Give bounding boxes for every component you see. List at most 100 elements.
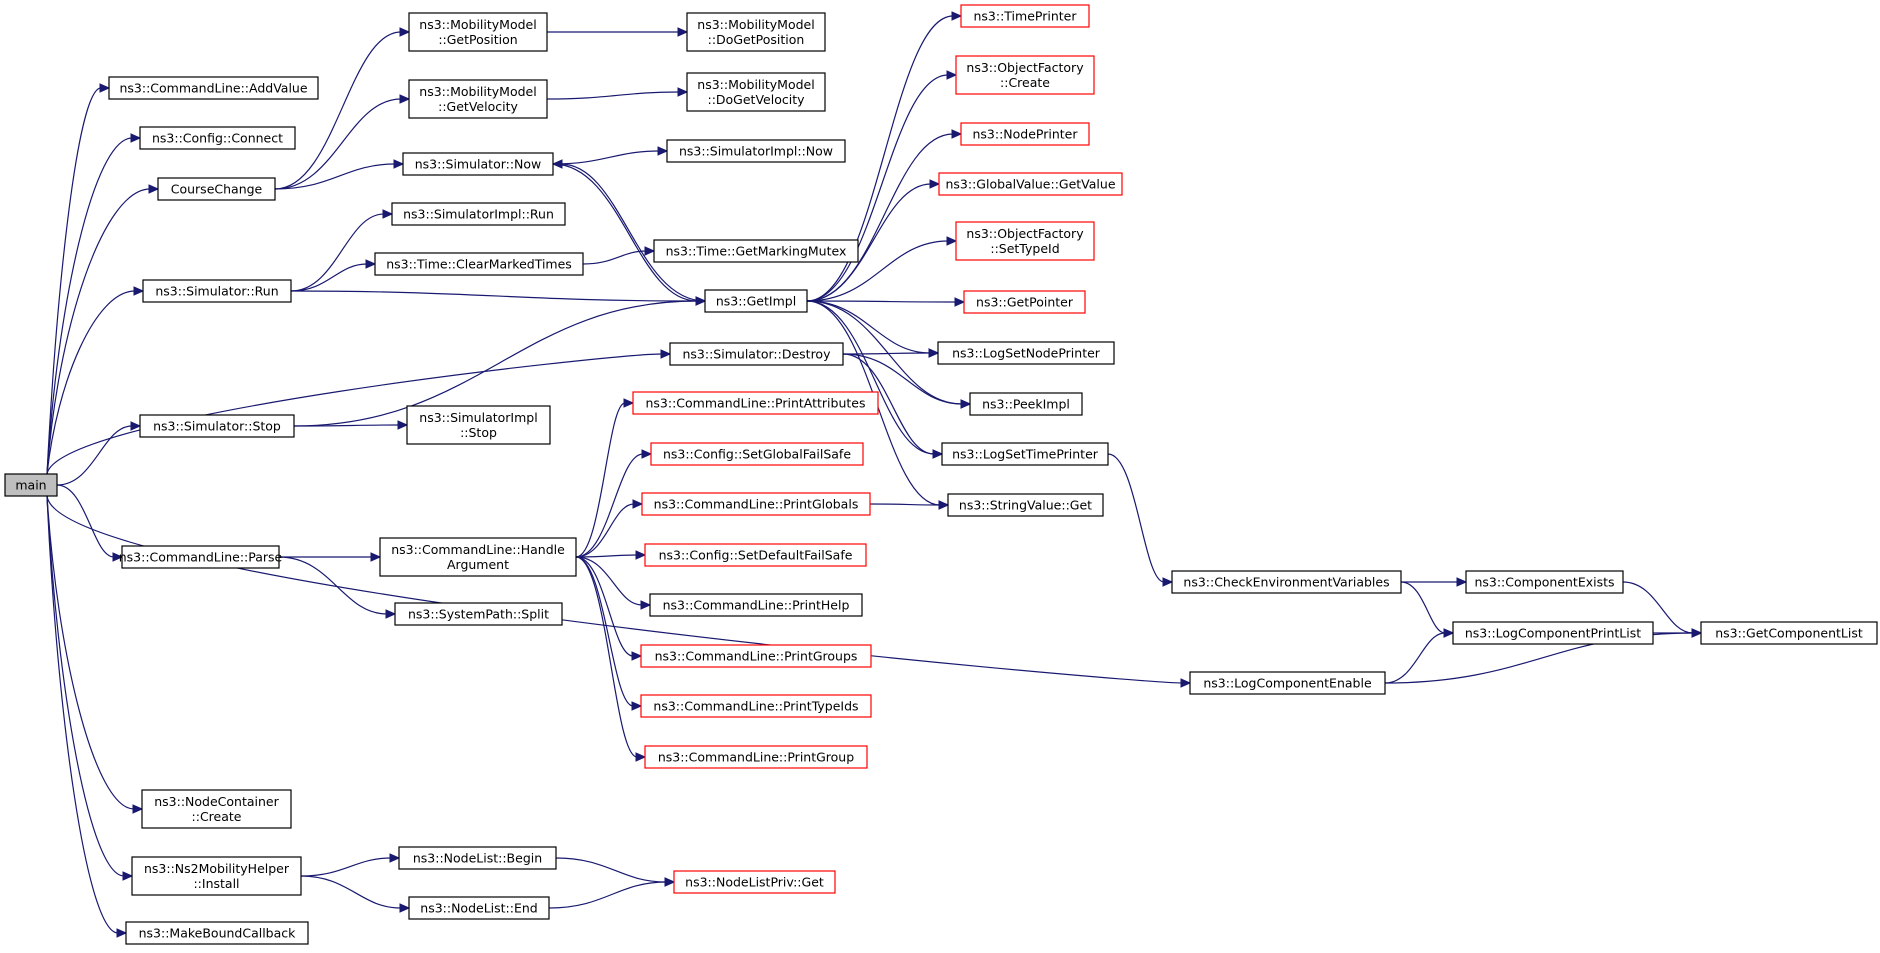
node-mmgetvel[interactable]: ns3::MobilityModel::GetVelocity [408, 79, 548, 119]
node-label: ns3::Config::SetGlobalFailSafe [663, 447, 851, 462]
node-simstop[interactable]: ns3::Simulator::Stop [139, 414, 295, 438]
node-simrun[interactable]: ns3::Simulator::Run [142, 279, 292, 303]
node-label: ns3::CommandLine::AddValue [119, 81, 307, 96]
node-printgroup[interactable]: ns3::CommandLine::PrintGroup [644, 745, 868, 769]
arrow-head-icon [130, 133, 142, 143]
call-edge-clhandle-to-printgroups [575, 556, 634, 657]
node-simimplrun[interactable]: ns3::SimulatorImpl::Run [391, 202, 566, 226]
node-mmdogetpos[interactable]: ns3::MobilityModel::DoGetPosition [686, 12, 826, 52]
node-setglobalfailsafe[interactable]: ns3::Config::SetGlobalFailSafe [650, 442, 864, 466]
node-getcomplist[interactable]: ns3::GetComponentList [1700, 621, 1878, 645]
node-logcompenable[interactable]: ns3::LogComponentEnable [1189, 671, 1386, 695]
node-label: ns3::NodeContainer [154, 794, 279, 809]
node-makebound[interactable]: ns3::MakeBoundCallback [125, 921, 309, 945]
node-box [938, 172, 1123, 196]
node-nodeprinter[interactable]: ns3::NodePrinter [960, 122, 1090, 146]
arrow-head-icon [640, 600, 652, 610]
node-box [379, 537, 577, 577]
arrow-head-icon [365, 259, 377, 269]
call-edge-main-to-addvalue [46, 87, 102, 475]
node-label: ns3::StringValue::Get [959, 498, 1092, 513]
node-checkenv[interactable]: ns3::CheckEnvironmentVariables [1171, 570, 1402, 594]
node-label: ns3::MobilityModel [419, 17, 536, 32]
node-simdestroy[interactable]: ns3::Simulator::Destroy [669, 342, 844, 366]
node-label: ns3::ComponentExists [1474, 575, 1614, 590]
node-clearmarked[interactable]: ns3::Time::ClearMarkedTimes [374, 252, 584, 276]
call-edge-clhandle-to-printhelp [575, 556, 643, 606]
node-simnow[interactable]: ns3::Simulator::Now [402, 152, 554, 176]
node-label: ::GetPosition [438, 32, 517, 47]
edges-layer [46, 11, 1703, 938]
arrow-head-icon [1443, 628, 1455, 638]
node-box [669, 342, 844, 366]
node-label: main [15, 478, 46, 493]
call-edge-clhandle-to-setdefaultfailsafe [575, 554, 638, 558]
node-label: ns3::CheckEnvironmentVariables [1183, 575, 1389, 590]
node-box [632, 391, 879, 415]
arrow-head-icon [677, 87, 689, 97]
node-box [1465, 570, 1624, 594]
node-setdefaultfailsafe[interactable]: ns3::Config::SetDefaultFailSafe [644, 543, 867, 567]
node-label: ::DoGetPosition [708, 32, 805, 47]
node-clparse[interactable]: ns3::CommandLine::Parse [119, 545, 283, 569]
node-printtypeids[interactable]: ns3::CommandLine::PrintTypeIds [640, 694, 872, 718]
node-logsetnodeprinter[interactable]: ns3::LogSetNodePrinter [937, 341, 1115, 365]
arrow-head-icon [929, 179, 941, 189]
node-label: ns3::CommandLine::PrintGlobals [654, 497, 859, 512]
node-box [640, 644, 872, 668]
node-ofsettypeid[interactable]: ns3::ObjectFactory::SetTypeId [955, 221, 1095, 261]
node-label: ns3::MakeBoundCallback [139, 926, 297, 941]
node-printgroups[interactable]: ns3::CommandLine::PrintGroups [640, 644, 872, 668]
node-timeprinter[interactable]: ns3::TimePrinter [960, 4, 1090, 28]
arrow-head-icon [551, 159, 563, 169]
node-ofcreate[interactable]: ns3::ObjectFactory::Create [955, 55, 1095, 95]
node-label: ns3::Config::SetDefaultFailSafe [659, 548, 853, 563]
node-mmgetpos[interactable]: ns3::MobilityModel::GetPosition [408, 12, 548, 52]
node-stringvalueget[interactable]: ns3::StringValue::Get [947, 493, 1104, 517]
node-addvalue[interactable]: ns3::CommandLine::AddValue [108, 76, 319, 100]
node-simimplnow[interactable]: ns3::SimulatorImpl::Now [666, 139, 846, 163]
node-printglobals[interactable]: ns3::CommandLine::PrintGlobals [641, 492, 871, 516]
node-peekimpl[interactable]: ns3::PeekImpl [969, 392, 1083, 416]
node-mmdogetvel[interactable]: ns3::MobilityModel::DoGetVelocity [686, 72, 826, 112]
node-label: ns3::LogSetNodePrinter [952, 346, 1101, 361]
call-edge-nlbegin-to-nlprivget [555, 857, 667, 883]
node-printattrs[interactable]: ns3::CommandLine::PrintAttributes [632, 391, 879, 415]
node-coursechange[interactable]: CourseChange [157, 177, 276, 201]
call-edge-simrun-to-clearmarked [290, 263, 368, 292]
node-label: Argument [447, 557, 509, 572]
arrow-head-icon [370, 552, 382, 562]
node-logcompprintlist[interactable]: ns3::LogComponentPrintList [1452, 621, 1654, 645]
node-nlprivget[interactable]: ns3::NodeListPriv::Get [673, 870, 836, 894]
node-label: ns3::SimulatorImpl [419, 410, 537, 425]
node-nccreate[interactable]: ns3::NodeContainer::Create [141, 789, 292, 829]
node-box [406, 405, 551, 445]
arrow-head-icon [960, 399, 972, 409]
node-printhelp[interactable]: ns3::CommandLine::PrintHelp [649, 593, 863, 617]
node-label: ns3::MobilityModel [697, 77, 814, 92]
node-getimpl[interactable]: ns3::GetImpl [704, 289, 808, 313]
node-ns2install[interactable]: ns3::Ns2MobilityHelper::Install [131, 856, 302, 896]
node-compexists[interactable]: ns3::ComponentExists [1465, 570, 1624, 594]
node-simimplstop[interactable]: ns3::SimulatorImpl::Stop [406, 405, 551, 445]
node-nlbegin[interactable]: ns3::NodeList::Begin [398, 846, 557, 870]
arrow-head-icon [130, 421, 142, 431]
node-main[interactable]: main [4, 473, 58, 497]
node-label: ns3::SystemPath::Split [408, 607, 549, 622]
node-pathsplit[interactable]: ns3::SystemPath::Split [394, 602, 563, 626]
call-edge-checkenv-to-logcompprintlist [1400, 581, 1446, 634]
node-label: ::Install [193, 876, 239, 891]
call-edge-compexists-to-getcomplist [1622, 581, 1694, 634]
node-getmarkingmutex[interactable]: ns3::Time::GetMarkingMutex [653, 239, 859, 263]
node-getpointer[interactable]: ns3::GetPointer [963, 290, 1086, 314]
node-nlend[interactable]: ns3::NodeList::End [408, 896, 550, 920]
node-connect[interactable]: ns3::Config::Connect [139, 126, 296, 150]
node-gvgetvalue[interactable]: ns3::GlobalValue::GetValue [938, 172, 1123, 196]
node-box [141, 789, 292, 829]
node-logsettimeprinter[interactable]: ns3::LogSetTimePrinter [941, 442, 1109, 466]
call-edge-clhandle-to-setglobalfailsafe [575, 453, 644, 558]
call-edge-simnow-to-simimplnow [552, 150, 660, 165]
call-edge-ns2install-to-nlend [300, 875, 402, 909]
call-edge-logcompenable-to-logcompprintlist [1384, 632, 1446, 684]
